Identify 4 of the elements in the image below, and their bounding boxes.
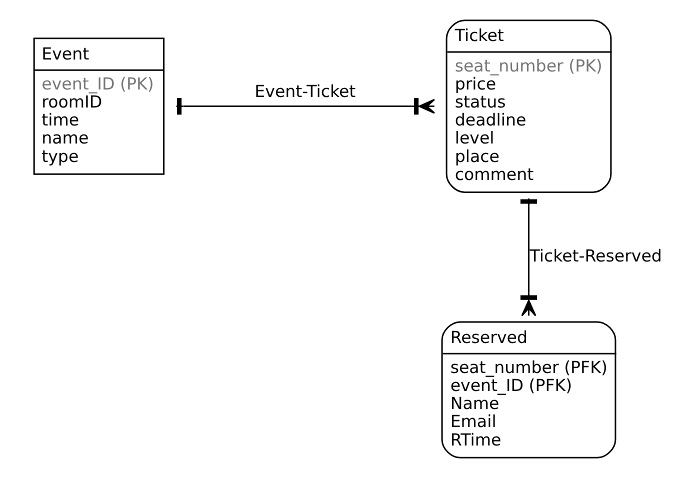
edge-label: Event-Ticket xyxy=(254,82,356,101)
edge-label: Ticket-Reserved xyxy=(529,246,662,266)
connector xyxy=(176,98,435,115)
connector xyxy=(520,198,537,316)
